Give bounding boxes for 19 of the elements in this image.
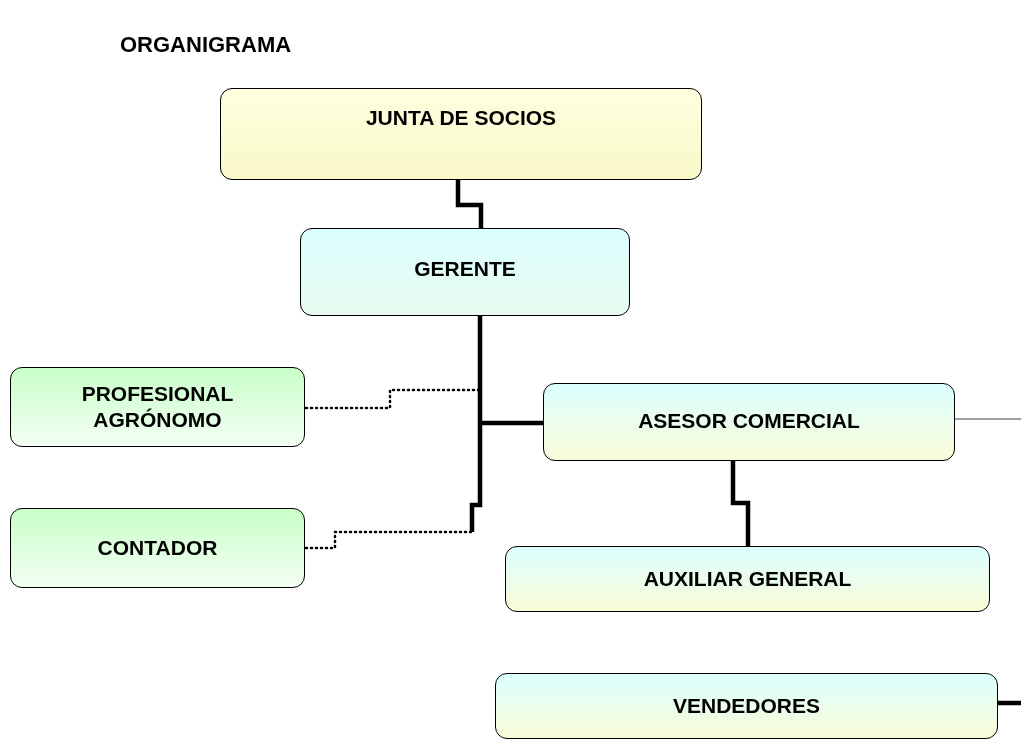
- position-box: [10, 508, 305, 588]
- chart-title: ORGANIGRAMA: [120, 32, 292, 58]
- connector-line: [455, 180, 484, 228]
- position-title: VENDEDORES: [673, 692, 820, 719]
- position-title: ASESOR COMERCIAL: [638, 407, 860, 434]
- position-box: [300, 228, 630, 316]
- position-box: [495, 673, 998, 739]
- position-title: AUXILIAR GENERAL: [643, 565, 852, 592]
- position-box: [543, 383, 955, 461]
- position-box: [505, 546, 990, 612]
- position-box: [220, 88, 702, 180]
- position-title: CONTADOR: [97, 534, 218, 561]
- connector-line: [954, 418, 1021, 420]
- connector-line: [998, 700, 1021, 706]
- position-title: GERENTE: [414, 255, 516, 282]
- position-title: PROFESIONAL AGRÓNOMO: [80, 380, 235, 433]
- position-box: [10, 367, 305, 447]
- position-title: JUNTA DE SOCIOS: [365, 105, 557, 131]
- connector-line: [730, 461, 751, 546]
